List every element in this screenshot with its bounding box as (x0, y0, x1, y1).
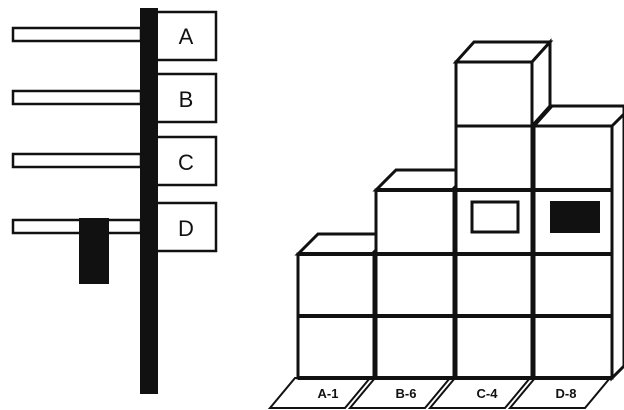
shelf-a-arm (11, 26, 143, 43)
floor-slots (267, 377, 613, 409)
column-labels: A-1 B-6 C-4 D-8 (318, 386, 577, 401)
marker-filled (550, 201, 600, 233)
cube (374, 252, 456, 318)
column-label-a-1: A-1 (318, 386, 339, 401)
cube (454, 60, 534, 128)
shelf-d-label-box (154, 201, 218, 253)
cube-top-face (530, 104, 624, 128)
rack-post (140, 8, 158, 394)
shelf-a: A (11, 10, 218, 62)
shelf-d: D (11, 201, 218, 284)
shelf-b-arm (11, 89, 143, 106)
shelf-rack-diagram: A B C D (11, 8, 218, 394)
cube-side-face (610, 111, 624, 382)
cube (532, 252, 614, 318)
column-label-c-4: C-4 (477, 386, 499, 401)
marker-outline (470, 200, 520, 234)
shelf-c: C (11, 135, 218, 187)
shelf-c-label-box (154, 135, 218, 187)
cube (532, 124, 614, 192)
shelf-c-label: C (178, 150, 194, 175)
cube-stack-diagram (267, 38, 624, 409)
shelf-c-arm (11, 152, 143, 169)
cube (374, 314, 456, 380)
column-label-b-6: B-6 (396, 386, 417, 401)
cube (454, 252, 534, 318)
shelf-d-label: D (178, 216, 194, 241)
shelf-b-label-box (154, 72, 218, 124)
cube (454, 124, 534, 192)
column-label-d-8: D-8 (556, 386, 577, 401)
cube (374, 188, 456, 256)
cube (296, 314, 376, 380)
shelf-b: B (11, 72, 218, 124)
shelf-d-block (79, 218, 109, 284)
column-d-8 (530, 104, 624, 382)
cube (296, 252, 376, 318)
cube (454, 314, 534, 380)
course-lines (298, 188, 612, 380)
shelf-d-arm (11, 218, 143, 235)
shelf-b-label: B (179, 87, 194, 112)
cube (532, 314, 614, 380)
shelf-a-label: A (179, 24, 194, 49)
